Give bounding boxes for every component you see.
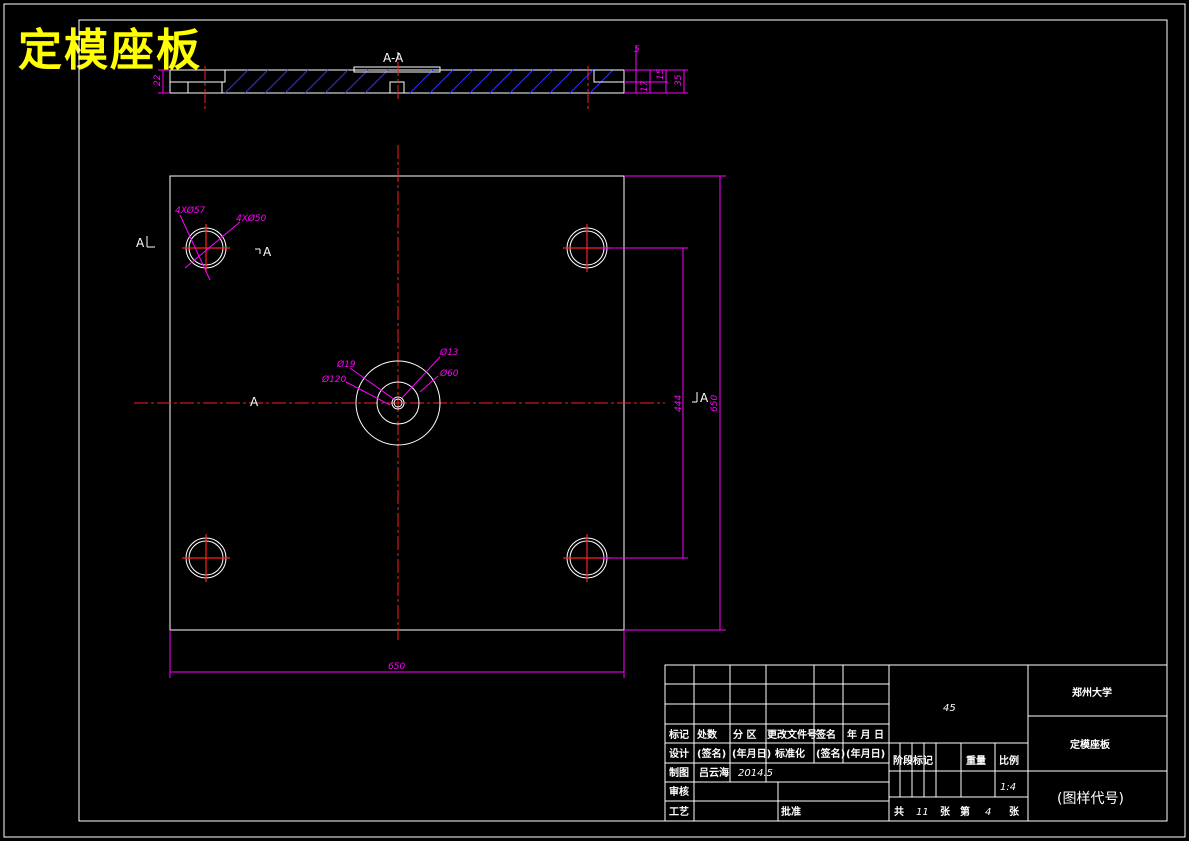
tb-design-date: (年月日) <box>732 747 771 760</box>
tb-header-zone: 分 区 <box>733 728 756 741</box>
tb-standard-label: 标准化 <box>774 747 805 760</box>
guide-hole-bottom-left <box>182 534 230 582</box>
tb-sheet-no-prefix: 第 <box>960 805 970 818</box>
tb-header-change-doc: 更改文件号 <box>767 728 817 741</box>
outer-frame <box>3 3 1186 838</box>
tb-weight-label: 重量 <box>966 754 986 767</box>
dim-d60: Ø60 <box>439 368 459 379</box>
section-mark-a-mid: A <box>700 391 709 405</box>
tb-drafter-date: 2014.5 <box>738 768 773 779</box>
dim-444: 444 <box>674 395 684 412</box>
tb-stage-label: 阶段标记 <box>893 754 933 767</box>
tb-sheet-total: 11 <box>916 807 929 818</box>
plan-view: 4XØ57 4XØ50 Ø19 Ø13 Ø120 Ø60 A A A A 444… <box>134 145 726 678</box>
dim-35: 35 <box>674 74 684 86</box>
section-view: A-A 5 17 15 <box>153 45 688 112</box>
drawing-title: 定模座板 <box>18 25 202 76</box>
tb-check-label: 审核 <box>669 785 689 798</box>
dim-17: 17 <box>640 80 650 92</box>
tb-header-mark: 标记 <box>668 728 689 741</box>
tb-standard-date: (年月日) <box>846 747 885 760</box>
section-mark-a-left: A <box>136 236 145 250</box>
tb-sheet-no: 4 <box>985 807 991 818</box>
section-mark-a-center: A <box>250 395 259 409</box>
tb-header-sign: 签名 <box>815 728 836 741</box>
tb-sheet-total-prefix: 共 <box>894 805 904 818</box>
tb-part-name: 定模座板 <box>1070 738 1111 751</box>
dim-15: 15 <box>656 68 666 80</box>
guide-hole-top-left <box>182 224 230 272</box>
dim-4x50: 4XØ50 <box>236 213 267 224</box>
dim-650-horizontal: 650 <box>388 662 405 672</box>
dim-d120: Ø120 <box>321 374 347 385</box>
tb-design-label: 设计 <box>669 747 689 760</box>
dim-4x57: 4XØ57 <box>175 205 206 216</box>
tb-scale-value: 1:4 <box>1000 782 1016 793</box>
tb-drafter-label: 制图 <box>669 766 689 779</box>
dim-5: 5 <box>634 45 640 55</box>
inner-frame <box>78 19 1168 822</box>
tb-header-date: 年 月 日 <box>847 728 884 741</box>
tb-sheet-unit2: 张 <box>1009 805 1020 818</box>
tb-header-count: 处数 <box>696 728 718 741</box>
tb-material: 45 <box>943 703 956 714</box>
dim-650-vertical: 650 <box>710 395 720 412</box>
tb-design-sign: (签名) <box>697 747 726 760</box>
tb-approve-label: 批准 <box>781 805 801 818</box>
tb-scale-label: 比例 <box>999 754 1019 767</box>
section-mark-a-right: A <box>263 245 272 259</box>
tb-drafter-name: 吕云海 <box>699 766 729 779</box>
tb-standard-sign: (签名) <box>816 747 845 760</box>
tb-school: 郑州大学 <box>1072 686 1112 699</box>
section-label: A-A <box>383 51 404 65</box>
tb-sheet-unit1: 张 <box>940 805 951 818</box>
locating-ring <box>355 360 441 446</box>
section-hatching <box>224 69 614 94</box>
dim-22: 22 <box>153 74 163 86</box>
tb-process-label: 工艺 <box>669 805 689 818</box>
title-block: 标记 处数 分 区 更改文件号 签名 年 月 日 设计 (签名) (年月日) 标… <box>664 664 1168 822</box>
tb-drawing-code: (图样代号) <box>1057 791 1124 807</box>
dim-d19: Ø19 <box>336 359 356 370</box>
dim-d13: Ø13 <box>439 347 459 358</box>
